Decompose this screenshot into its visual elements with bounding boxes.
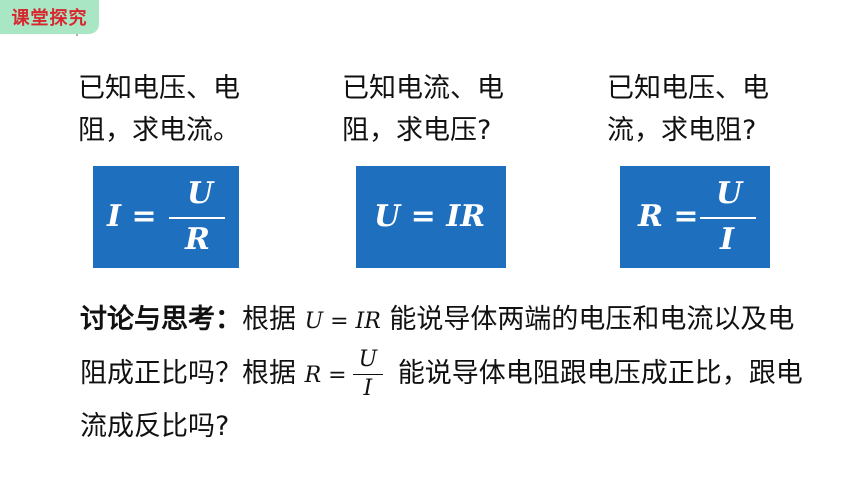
formula-current-denominator: R <box>185 222 210 257</box>
formula-voltage-text: U = IR <box>374 199 486 234</box>
formula-resistance-fraction-bar <box>700 217 756 219</box>
formula-resistance-numerator: U <box>716 176 743 211</box>
formula-resistance-denominator: I <box>720 222 735 257</box>
question-voltage-line1: 已知电流、电 <box>342 73 504 104</box>
discussion-formula2-numerator: U <box>352 346 384 375</box>
discussion-part2: 能说导体两端的电压和电流以及电阻成正比吗？根据 <box>80 304 795 389</box>
question-current: 已知电压、电 阻，求电流。 <box>78 68 278 152</box>
discussion-label: 讨论与思考： <box>80 304 242 335</box>
discussion-formula2-denominator: I <box>363 376 373 401</box>
discussion-part1: 根据 <box>242 304 305 335</box>
formula-resistance-lhs: R = <box>638 199 699 234</box>
discussion-formula1: U = IR <box>304 309 381 334</box>
discussion-part3: 能说导体电阻跟电压成正比，跟电流成反比吗? <box>80 358 803 442</box>
section-badge-label: 课堂探究 <box>11 8 88 29</box>
section-badge: 课堂探究 <box>0 0 99 34</box>
formula-current-numerator: U <box>187 176 214 211</box>
question-current-line1: 已知电压、电 <box>78 73 240 104</box>
formula-current-fraction-bar <box>169 217 225 219</box>
question-resistance: 已知电压、电 流，求电阻? <box>607 68 807 152</box>
formula-box-current: I = U R <box>93 166 239 268</box>
question-voltage: 已知电流、电 阻，求电压? <box>342 68 542 152</box>
formula-box-voltage: U = IR <box>356 166 506 268</box>
decorative-dot <box>76 34 78 36</box>
discussion-formula2-lhs: R = <box>304 363 347 388</box>
question-resistance-line2: 流，求电阻? <box>607 115 757 146</box>
question-voltage-line2: 阻，求电压? <box>342 115 492 146</box>
question-current-line2: 阻，求电流。 <box>78 115 240 146</box>
formula-box-resistance: R = U I <box>620 166 770 268</box>
question-resistance-line1: 已知电压、电 <box>607 73 769 104</box>
discussion-paragraph: 讨论与思考：根据 U = IR 能说导体两端的电压和电流以及电阻成正比吗？根据 … <box>80 296 810 451</box>
formula-current-lhs: I = <box>107 199 157 234</box>
